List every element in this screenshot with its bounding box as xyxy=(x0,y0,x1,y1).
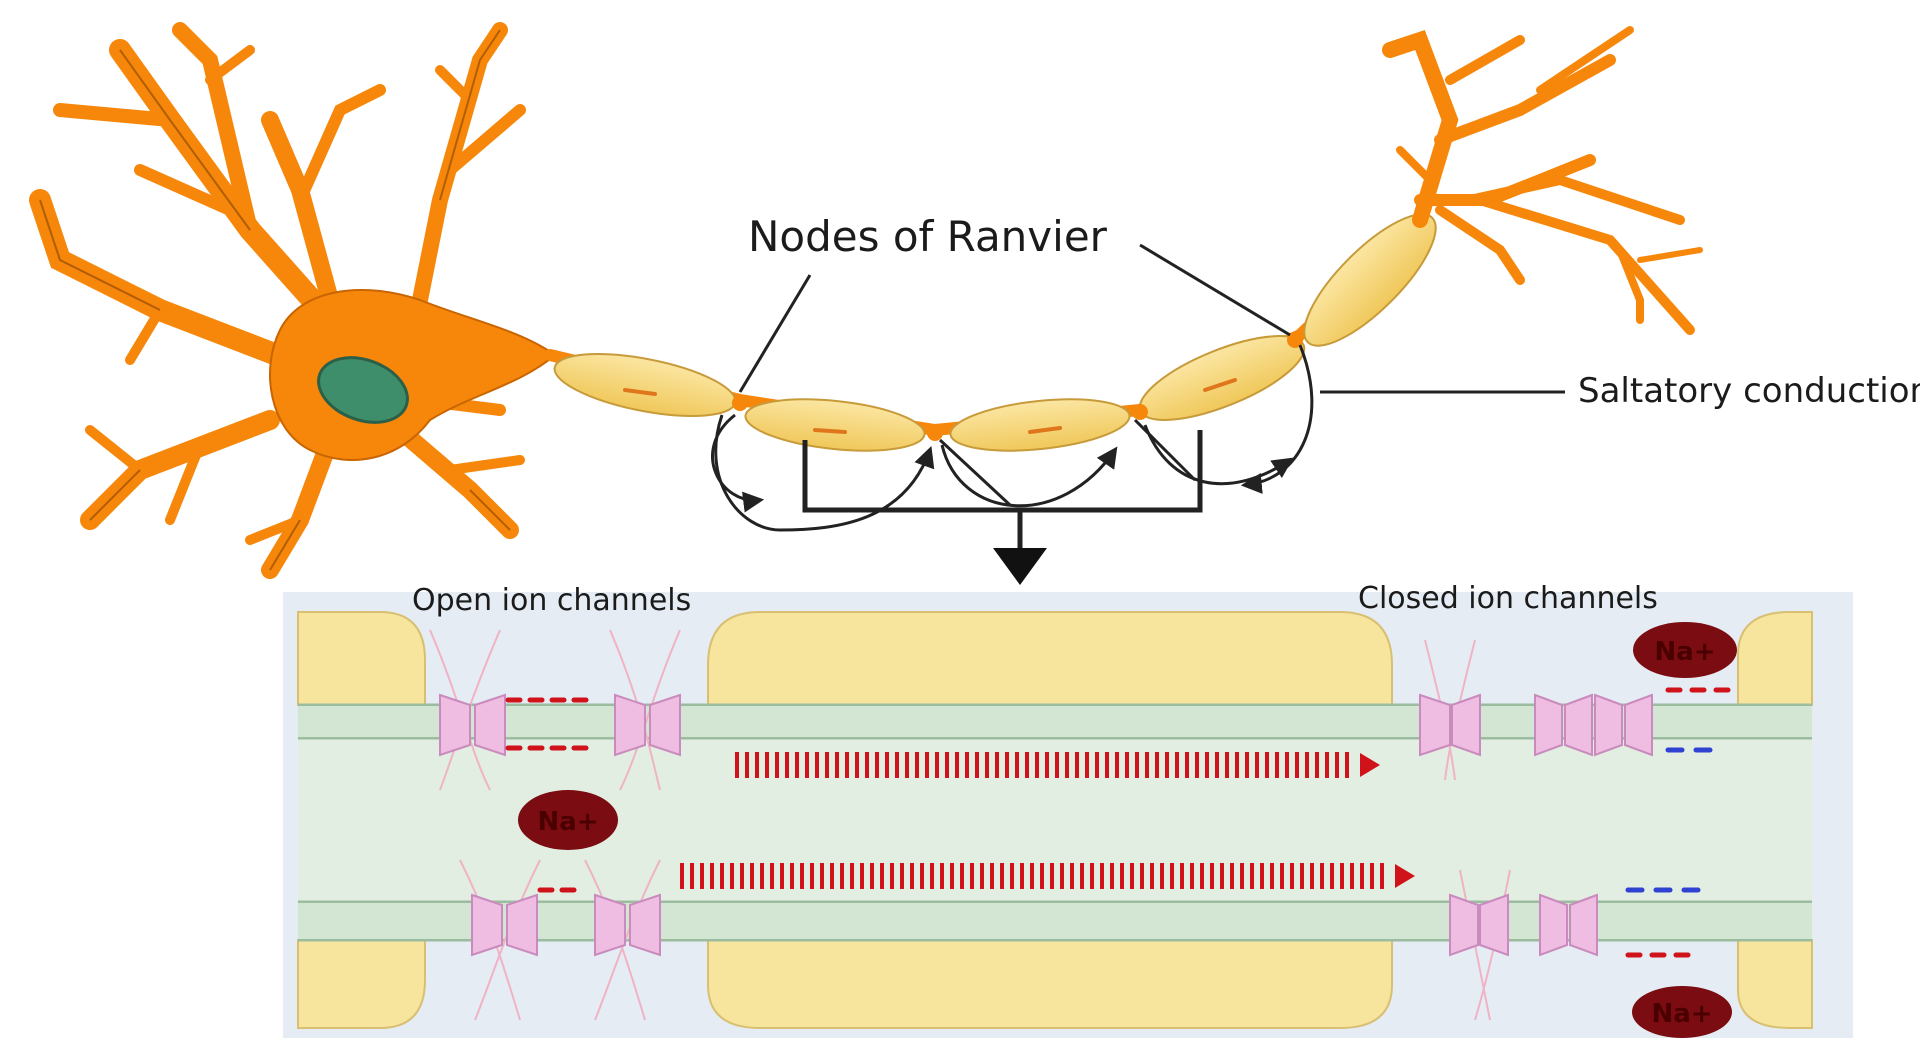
na-ion-3: Na+ xyxy=(1632,986,1732,1038)
na-ion-1: Na+ xyxy=(518,790,618,850)
svg-text:Na+: Na+ xyxy=(1654,637,1715,667)
label-saltatory-conduction: Saltatory conduction xyxy=(1578,371,1920,411)
svg-text:Na+: Na+ xyxy=(537,807,598,837)
closed-channel-1 xyxy=(1420,695,1480,755)
na-ion-2: Na+ xyxy=(1633,622,1737,678)
dendrites-left xyxy=(40,30,520,570)
axon-terminal xyxy=(1390,30,1700,330)
svg-text:Na+: Na+ xyxy=(1651,999,1712,1029)
zoomed-axon-panel: Na+ Na+ Na+ Open ion channels Closed ion… xyxy=(283,581,1853,1038)
neuron-soma xyxy=(270,290,555,460)
label-nodes-of-ranvier: Nodes of Ranvier xyxy=(748,212,1108,261)
label-closed-ion-channels: Closed ion channels xyxy=(1358,581,1658,616)
zoom-arrow-icon xyxy=(993,548,1047,585)
neuron-soma-group xyxy=(40,30,555,570)
label-open-ion-channels: Open ion channels xyxy=(412,583,691,618)
